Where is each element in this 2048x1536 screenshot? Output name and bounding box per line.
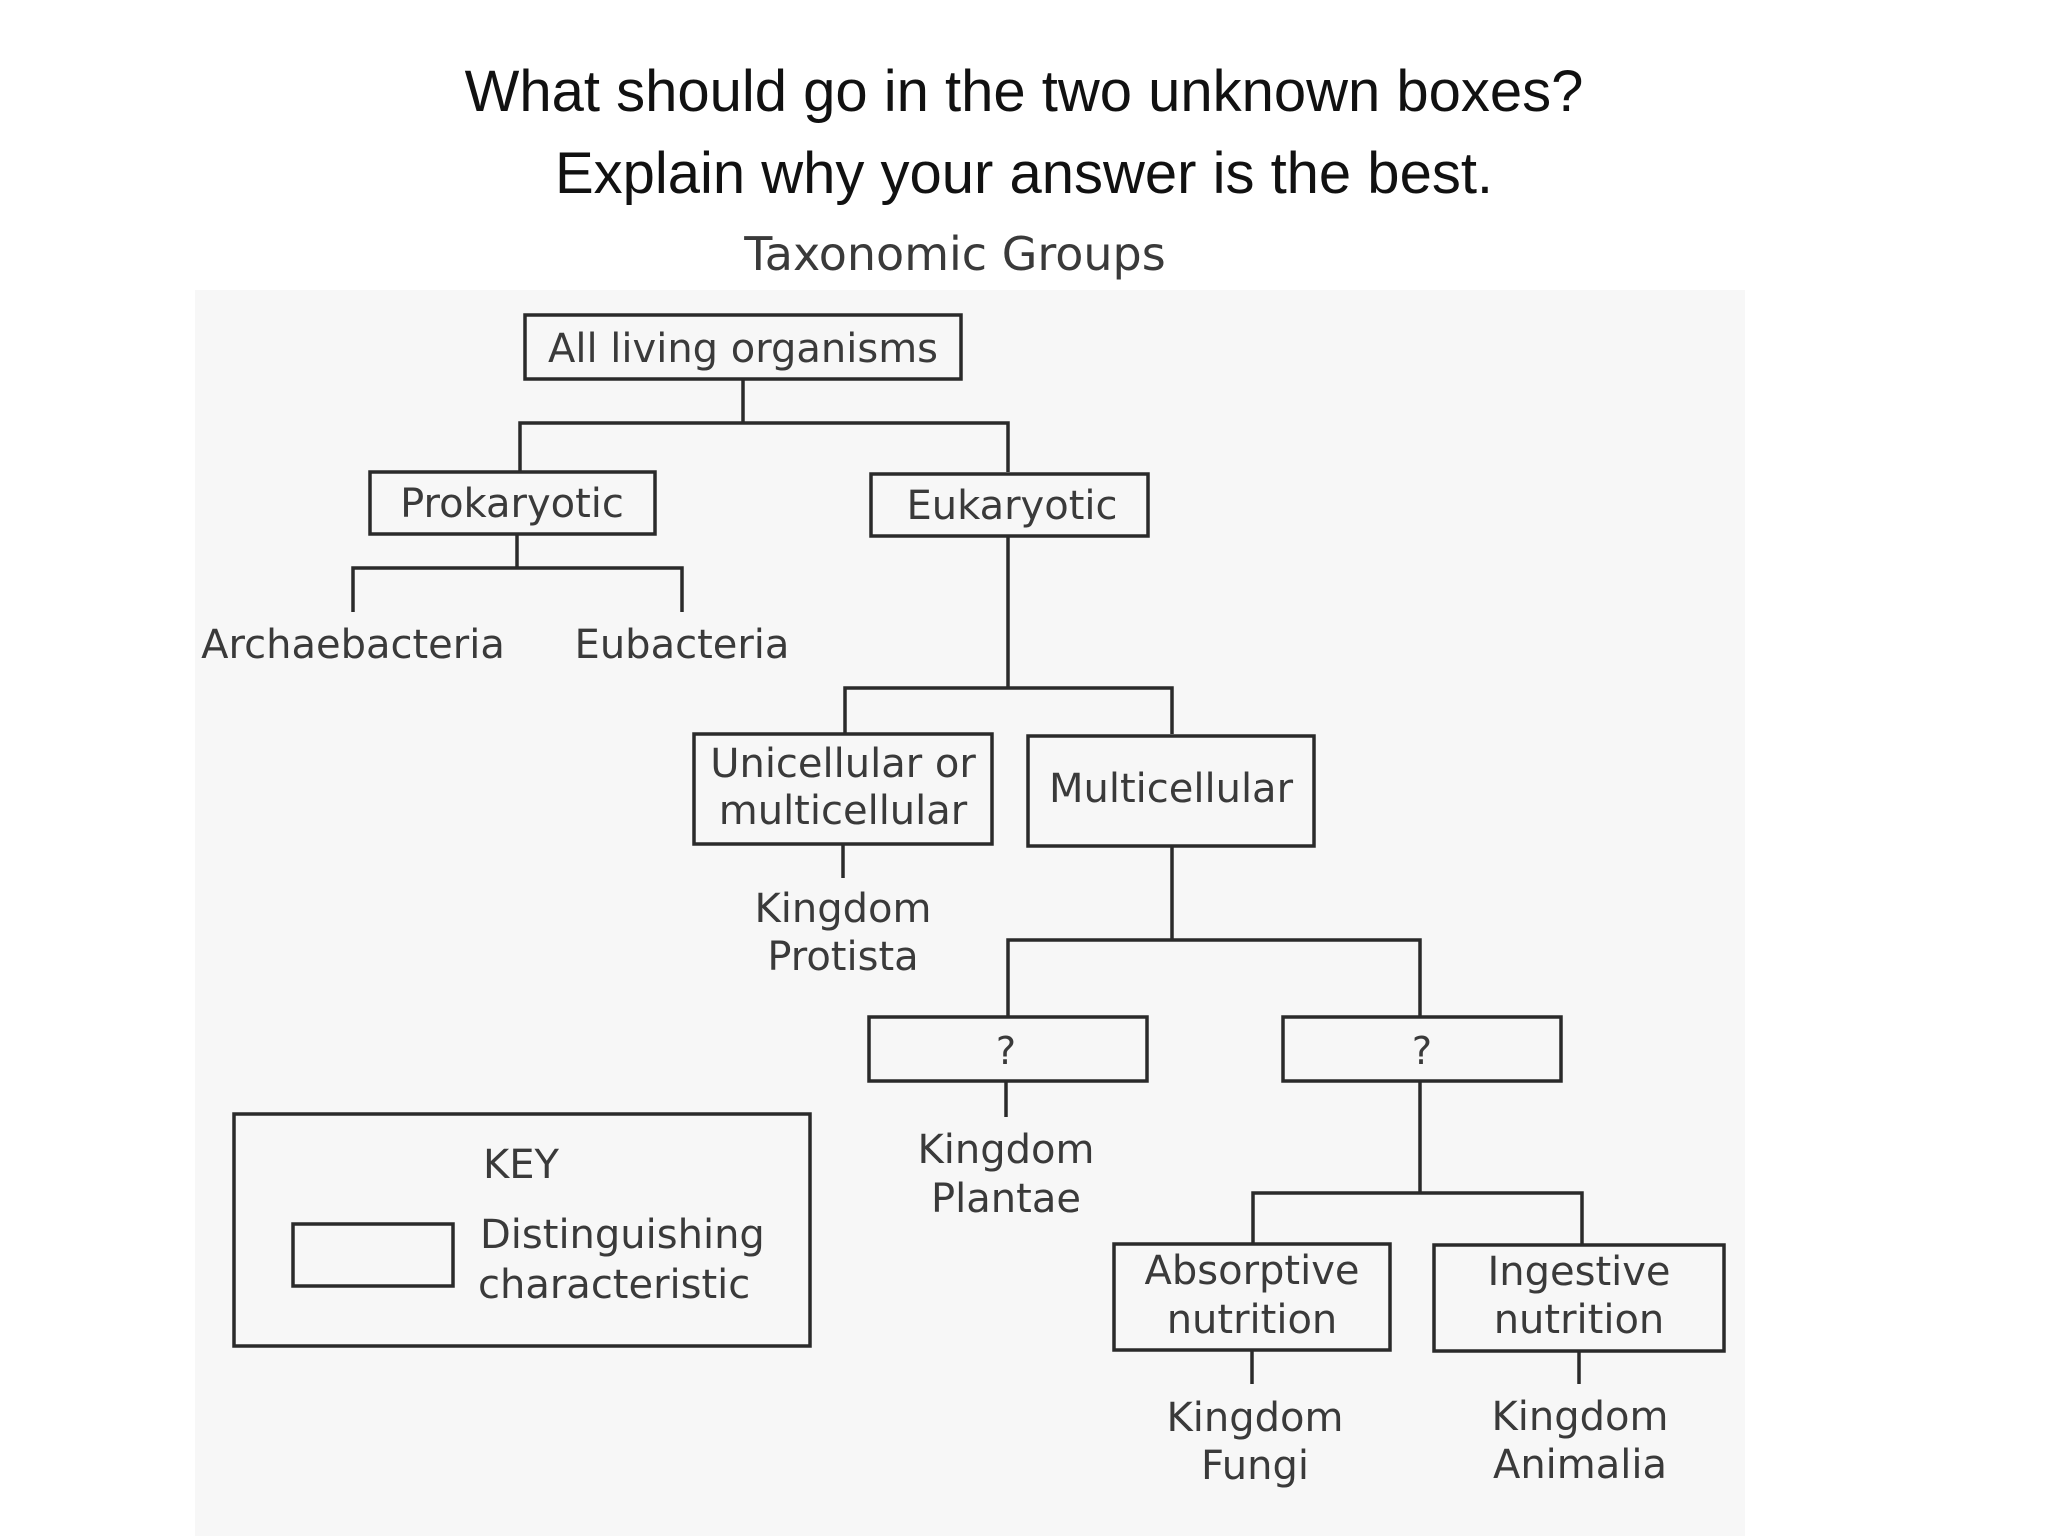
connector [351, 566, 684, 612]
key-description-line-1: Distinguishing [480, 1212, 765, 1258]
eukaryotic-label: Eukaryotic [907, 483, 1118, 529]
ingestive-line-1: Ingestive [1487, 1249, 1670, 1295]
ingestive-line-2: nutrition [1494, 1297, 1665, 1343]
connector [1251, 1191, 1584, 1244]
absorptive-line-2: nutrition [1167, 1297, 1338, 1343]
root-label: All living organisms [548, 326, 938, 372]
kingdom-fungi-line-2: Fungi [1201, 1443, 1309, 1489]
unknown-right-label: ? [1412, 1029, 1432, 1073]
connector [843, 686, 1174, 734]
kingdom-animalia-line-1: Kingdom [1492, 1394, 1669, 1440]
key-sample-box [291, 1222, 455, 1288]
kingdom-plantae-line-2: Plantae [931, 1176, 1081, 1222]
unicellular-label-line-2: multicellular [719, 788, 968, 834]
eubacteria-label: Eubacteria [575, 622, 790, 668]
connector [1006, 938, 1422, 1017]
question-line-1: What should go in the two unknown boxes? [464, 59, 1584, 124]
multicellular-label: Multicellular [1049, 766, 1294, 812]
unknown-box-right [1281, 1015, 1563, 1083]
unknown-left-label: ? [996, 1029, 1016, 1073]
kingdom-plantae-line-1: Kingdom [918, 1127, 1095, 1173]
kingdom-animalia-line-2: Animalia [1493, 1442, 1667, 1488]
kingdom-protista-line-1: Kingdom [755, 886, 932, 932]
unknown-box-left [867, 1015, 1149, 1083]
prokaryotic-label: Prokaryotic [400, 481, 624, 527]
key-description-line-2: characteristic [478, 1262, 750, 1308]
question-line-2: Explain why your answer is the best. [554, 141, 1494, 206]
prokaryotic-box [368, 470, 657, 536]
kingdom-fungi-line-1: Kingdom [1167, 1395, 1344, 1441]
unicellular-label-line-1: Unicellular or [710, 741, 976, 787]
key-legend-box [232, 1112, 812, 1348]
key-title: KEY [483, 1142, 560, 1188]
connector [518, 421, 1010, 472]
absorptive-line-1: Absorptive [1145, 1248, 1360, 1294]
kingdom-protista-line-2: Protista [767, 934, 918, 980]
archaebacteria-label: Archaebacteria [201, 622, 505, 668]
diagram-title: Taxonomic Groups [743, 227, 1165, 281]
figure-panel [195, 290, 1745, 1536]
